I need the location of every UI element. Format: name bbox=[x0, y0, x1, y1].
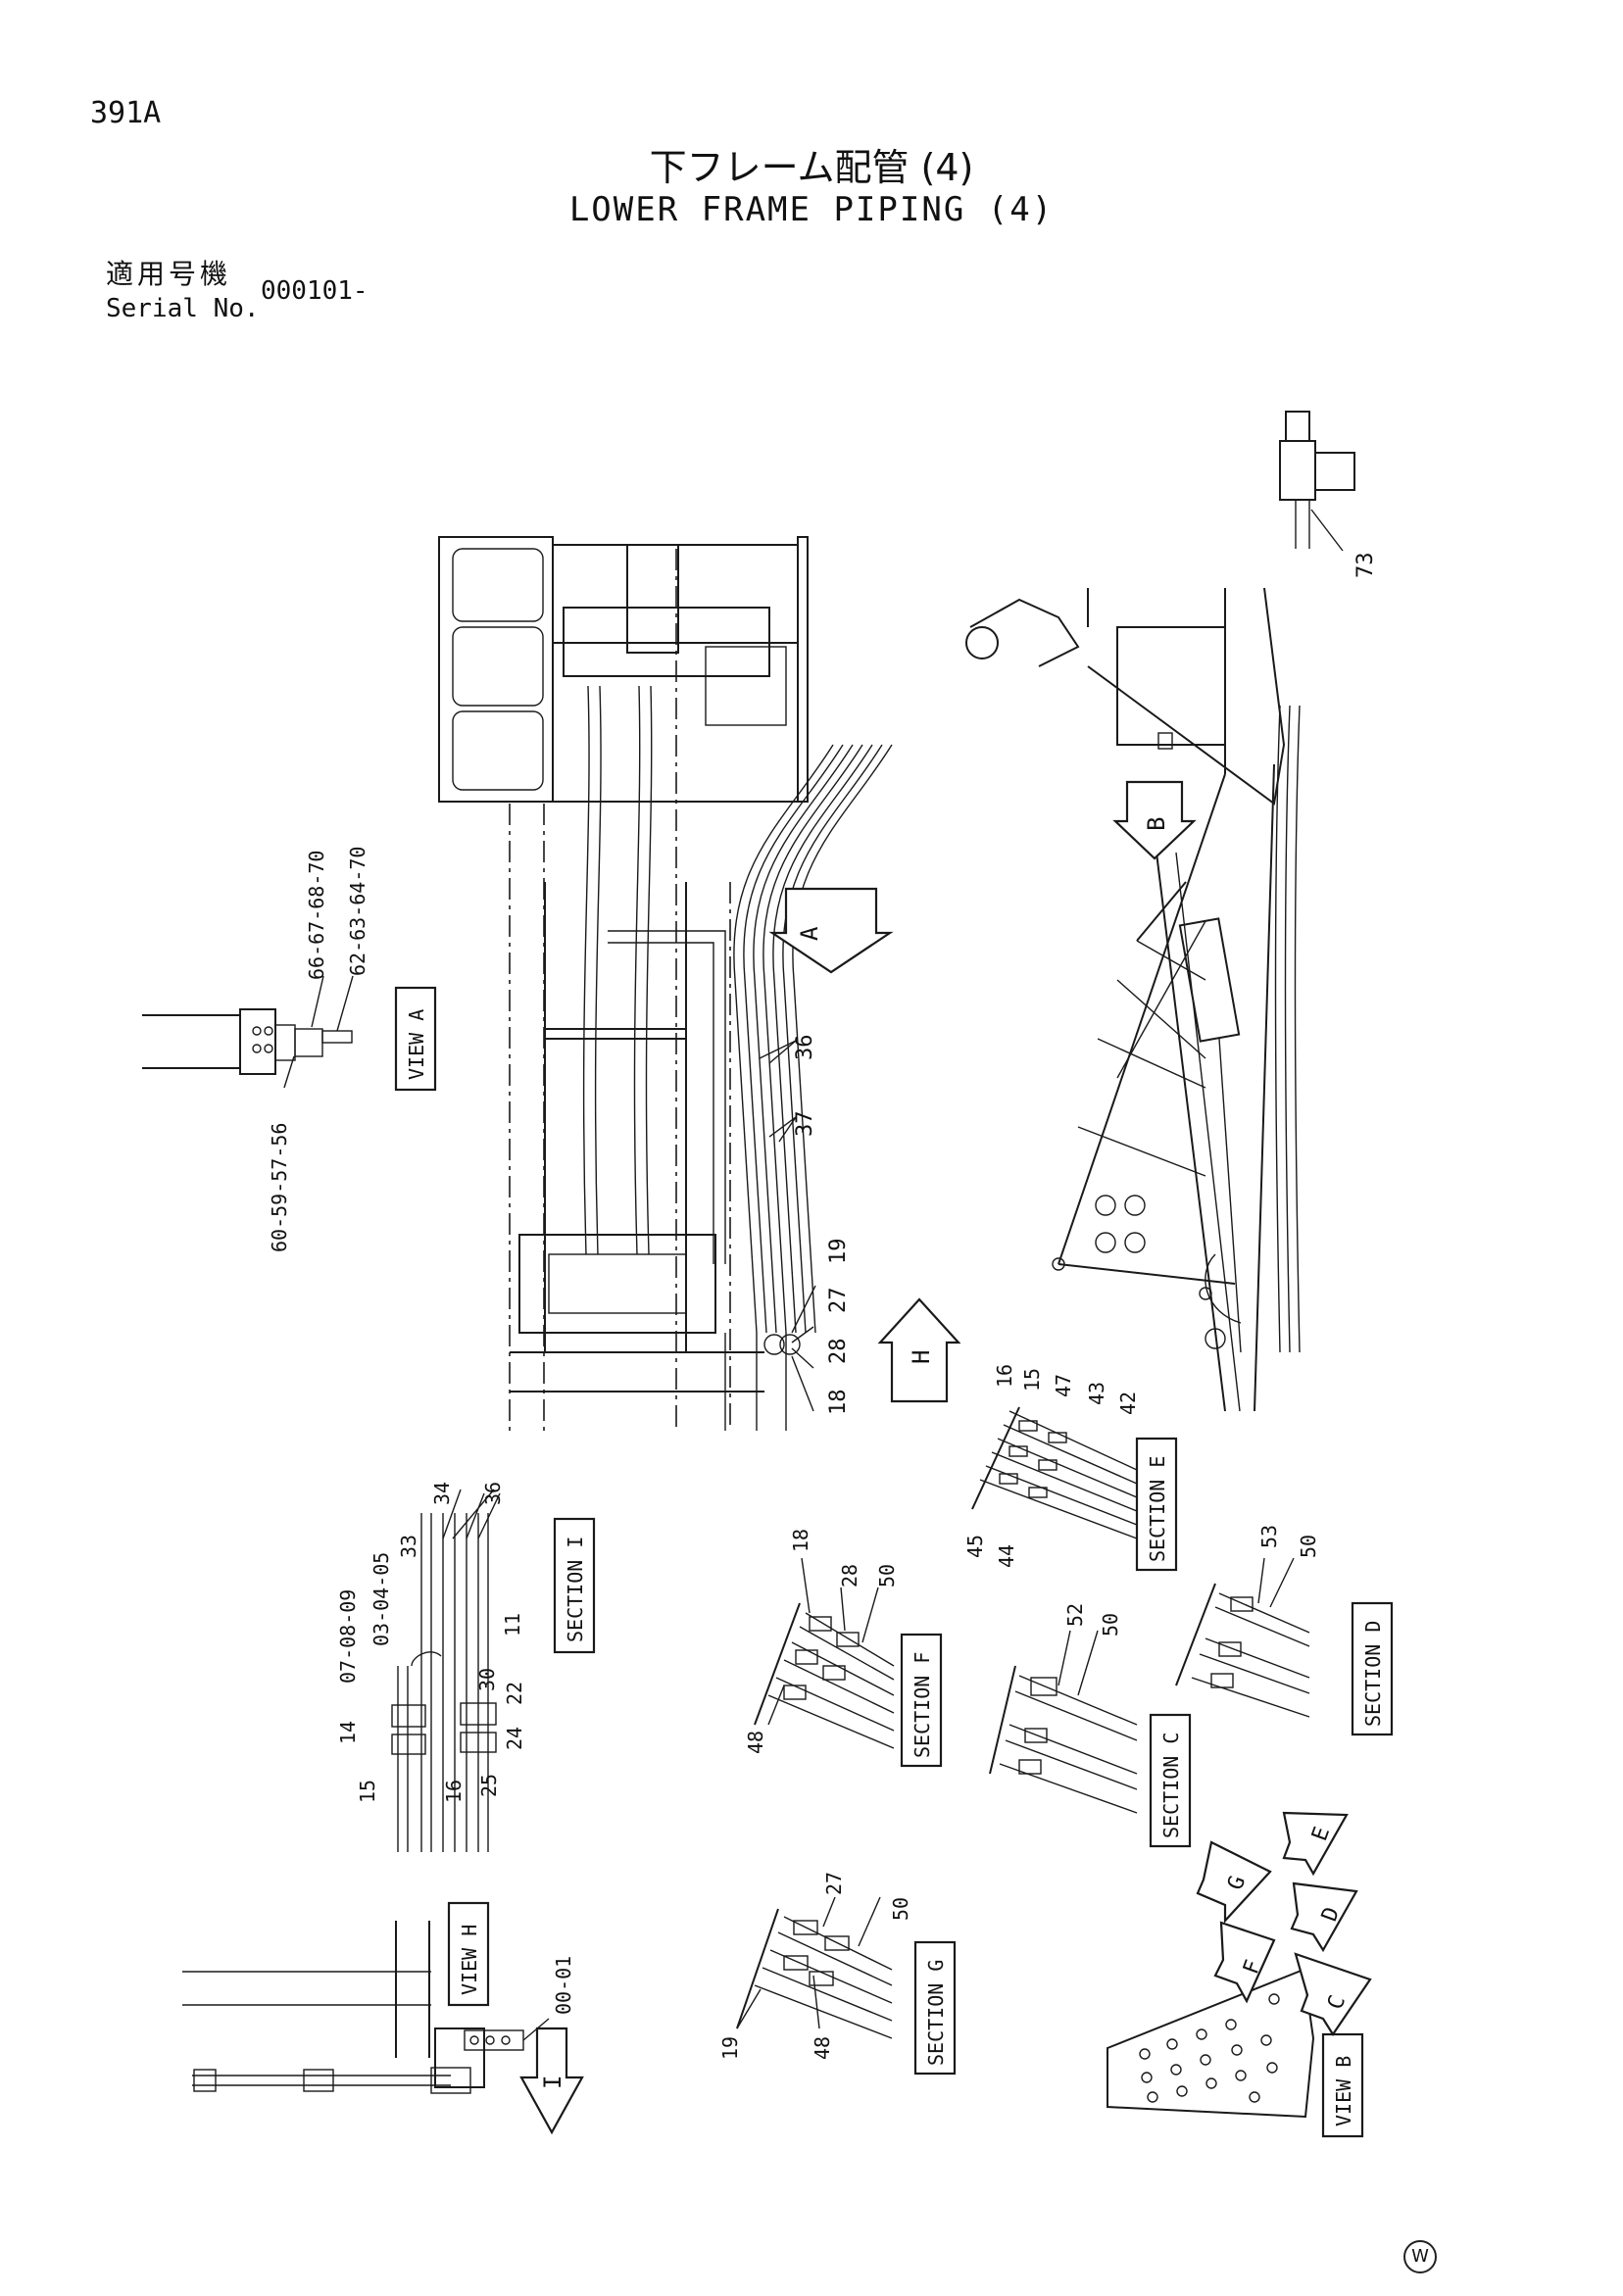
section-i-detail bbox=[391, 1489, 501, 1852]
callout-e-47: 47 bbox=[1052, 1374, 1075, 1397]
callout-c-50: 50 bbox=[1099, 1613, 1122, 1637]
view-arrow-b: B bbox=[1112, 780, 1197, 860]
callout-h-00-01: 00-01 bbox=[552, 1956, 575, 2015]
boom-side-view bbox=[965, 587, 1301, 1412]
view-a-detail bbox=[142, 975, 354, 1089]
callout-g-27: 27 bbox=[822, 1872, 846, 1895]
svg-text:SECTION E: SECTION E bbox=[1146, 1456, 1169, 1562]
section-e-detail bbox=[971, 1406, 1138, 1539]
callout-73: 73 bbox=[1353, 553, 1378, 579]
svg-text:SECTION F: SECTION F bbox=[910, 1652, 934, 1758]
callout-view-a-top-right: 62-63-64-70 bbox=[346, 847, 369, 976]
svg-text:SECTION G: SECTION G bbox=[924, 1960, 948, 2066]
callout-main-28: 28 bbox=[826, 1339, 851, 1365]
view-arrow-e: E bbox=[1282, 1811, 1349, 1877]
callout-i-24: 24 bbox=[503, 1727, 526, 1750]
callout-i-03: 03-04-05 bbox=[369, 1552, 393, 1646]
section-c-label: SECTION C bbox=[1149, 1713, 1192, 1848]
serial-value: 000101- bbox=[261, 276, 369, 306]
callout-e-44: 44 bbox=[995, 1544, 1018, 1568]
callout-e-42: 42 bbox=[1116, 1392, 1140, 1415]
serial-label-jp: 適用号機 bbox=[106, 258, 232, 290]
callout-c-52: 52 bbox=[1063, 1603, 1087, 1627]
view-arrow-c: C bbox=[1294, 1952, 1372, 2037]
section-g-detail bbox=[736, 1896, 893, 2039]
callout-i-16: 16 bbox=[442, 1780, 466, 1803]
callout-d-53: 53 bbox=[1257, 1525, 1281, 1548]
view-arrow-h: H bbox=[877, 1297, 961, 1403]
callout-i-14: 14 bbox=[336, 1721, 360, 1744]
svg-text:B: B bbox=[1143, 817, 1170, 831]
callout-f-28: 28 bbox=[838, 1564, 861, 1588]
svg-text:VIEW A: VIEW A bbox=[405, 1009, 428, 1080]
callout-g-19: 19 bbox=[718, 2036, 742, 2060]
page-title-en: LOWER FRAME PIPING (4) bbox=[568, 190, 1055, 229]
svg-text:SECTION I: SECTION I bbox=[564, 1537, 587, 1642]
callout-e-15: 15 bbox=[1020, 1368, 1044, 1392]
callout-f-18: 18 bbox=[789, 1529, 812, 1552]
svg-text:VIEW H: VIEW H bbox=[458, 1925, 481, 1995]
view-arrow-g: G bbox=[1196, 1840, 1272, 1924]
svg-text:I: I bbox=[539, 2076, 566, 2089]
callout-f-50: 50 bbox=[875, 1564, 899, 1588]
callout-g-50: 50 bbox=[889, 1897, 912, 1921]
callout-view-a-top-left: 66-67-68-70 bbox=[305, 851, 328, 980]
callout-i-25: 25 bbox=[477, 1774, 501, 1797]
callout-view-a-bottom: 60-59-57-56 bbox=[268, 1123, 291, 1252]
serial-label-en: Serial No. bbox=[106, 294, 260, 323]
callout-f-48: 48 bbox=[744, 1731, 767, 1754]
svg-text:VIEW B: VIEW B bbox=[1332, 2056, 1355, 2126]
view-arrow-d: D bbox=[1290, 1881, 1358, 1953]
callout-i-07: 07-08-09 bbox=[336, 1589, 360, 1684]
section-e-label: SECTION E bbox=[1135, 1437, 1178, 1572]
callout-main-27: 27 bbox=[826, 1288, 851, 1314]
svg-text:A: A bbox=[796, 926, 823, 941]
detail-73 bbox=[1279, 411, 1355, 552]
callout-i-15: 15 bbox=[356, 1780, 379, 1803]
view-arrow-f: F bbox=[1213, 1921, 1276, 2004]
view-b-label: VIEW B bbox=[1321, 2032, 1364, 2138]
callout-main-18: 18 bbox=[826, 1390, 851, 1416]
callout-i-11: 11 bbox=[501, 1613, 524, 1637]
section-d-detail bbox=[1175, 1557, 1310, 1718]
callout-i-33: 33 bbox=[397, 1535, 420, 1558]
view-a-label: VIEW A bbox=[394, 986, 437, 1092]
section-d-label: SECTION D bbox=[1351, 1601, 1394, 1736]
main-frame-view bbox=[438, 536, 893, 1431]
page-title-jp: 下フレーム配管 (4) bbox=[649, 146, 974, 189]
view-b-plate bbox=[1107, 1968, 1315, 2119]
section-f-detail bbox=[754, 1557, 895, 1749]
view-h-label: VIEW H bbox=[447, 1901, 490, 2007]
callout-i-22: 22 bbox=[503, 1682, 526, 1705]
view-arrow-a: A bbox=[768, 887, 894, 974]
callout-e-43: 43 bbox=[1085, 1382, 1108, 1405]
callout-i-36: 36 bbox=[481, 1482, 505, 1505]
svg-text:SECTION D: SECTION D bbox=[1361, 1621, 1385, 1727]
view-h-detail bbox=[182, 1921, 550, 2094]
section-i-label: SECTION I bbox=[553, 1517, 596, 1654]
svg-text:H: H bbox=[908, 1350, 935, 1364]
callout-i-30: 30 bbox=[475, 1668, 499, 1691]
callout-main-37: 37 bbox=[793, 1111, 817, 1138]
section-c-detail bbox=[989, 1630, 1138, 1814]
view-arrow-i: I bbox=[519, 2027, 584, 2135]
callout-main-19: 19 bbox=[826, 1239, 851, 1265]
footer-mark: W bbox=[1403, 2240, 1437, 2273]
callout-i-34: 34 bbox=[430, 1482, 454, 1505]
callout-g-48: 48 bbox=[811, 2036, 834, 2060]
callout-d-50: 50 bbox=[1297, 1535, 1320, 1558]
page-number: 391A bbox=[90, 96, 162, 130]
callout-e-45: 45 bbox=[963, 1535, 987, 1558]
callout-e-16: 16 bbox=[993, 1364, 1016, 1388]
svg-text:SECTION C: SECTION C bbox=[1159, 1733, 1183, 1838]
section-g-label: SECTION G bbox=[913, 1940, 957, 2076]
callout-main-36: 36 bbox=[793, 1035, 817, 1061]
section-f-label: SECTION F bbox=[900, 1633, 943, 1768]
